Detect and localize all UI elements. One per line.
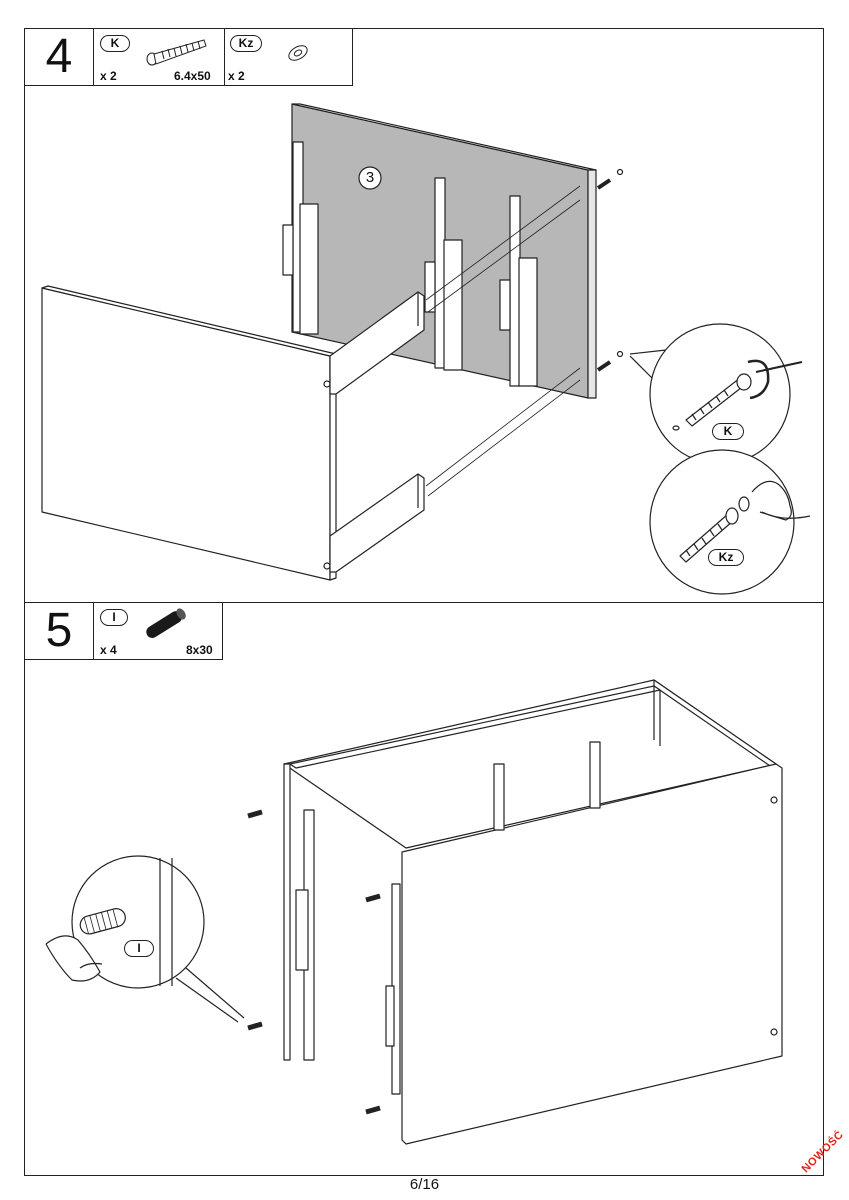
- part-code-kz: Kz: [230, 35, 262, 52]
- step-divider: [24, 602, 824, 603]
- step5-number: 5: [45, 604, 73, 657]
- step5-parts-box: I x 4 8x30: [93, 602, 223, 660]
- page-number: 6/16: [409, 1176, 440, 1193]
- step4-parts-box: K x 2 6.4x50 Kz x 2: [93, 28, 353, 86]
- screw-icon: [146, 39, 207, 66]
- panel-label-3: 3: [365, 169, 375, 186]
- part-size-i: 8x30: [186, 643, 213, 657]
- cap-icon: [288, 45, 308, 61]
- parts-separator: [224, 29, 225, 85]
- runner-2: [424, 177, 463, 371]
- part-code-i: I: [100, 609, 128, 626]
- runner-3: [499, 195, 538, 387]
- part-qty-kz: x 2: [228, 69, 245, 83]
- part-code-k: K: [100, 35, 130, 52]
- right-side-panel: [401, 763, 783, 1145]
- callout-i-circle: [71, 855, 205, 989]
- dowel-icon: [146, 608, 186, 638]
- side-panel: [41, 287, 331, 581]
- part-qty-k: x 2: [100, 69, 117, 83]
- left-side-panel: [283, 763, 291, 1061]
- callout-label-kz: Kz: [708, 549, 744, 566]
- callout-label-i: I: [124, 940, 154, 957]
- runner-1: [282, 141, 319, 335]
- part-qty-i: x 4: [100, 643, 117, 657]
- step4-number: 4: [45, 30, 73, 83]
- part-size-k: 6.4x50: [174, 69, 211, 83]
- step5-number-box: 5: [24, 602, 94, 660]
- callout-label-k: K: [712, 423, 744, 440]
